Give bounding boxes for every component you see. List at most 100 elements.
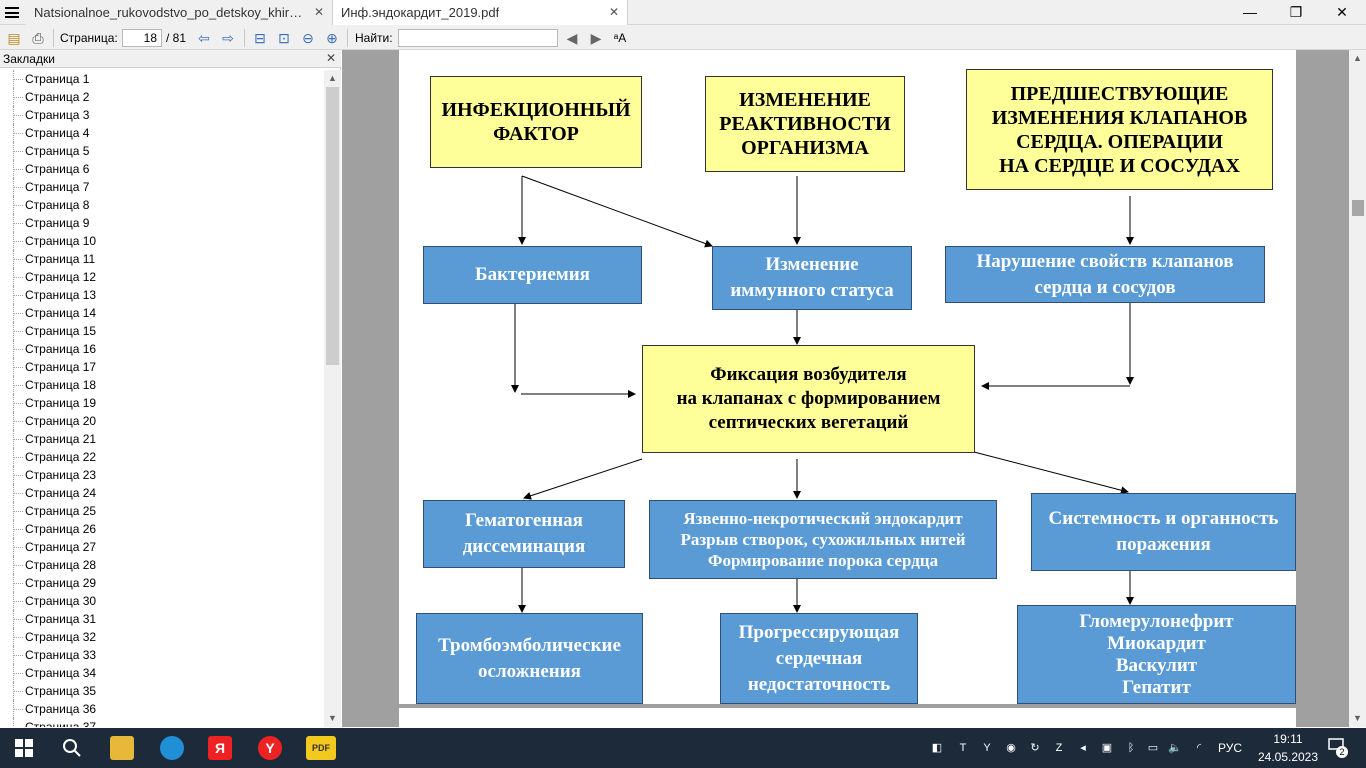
tray-anydesk-icon[interactable]: ◂: [1080, 742, 1086, 754]
bookmark-item[interactable]: Страница 11: [0, 250, 324, 268]
minimize-button[interactable]: —: [1243, 4, 1257, 20]
bookmark-item[interactable]: Страница 13: [0, 286, 324, 304]
bookmark-item[interactable]: Страница 35: [0, 682, 324, 700]
bookmark-item[interactable]: Страница 6: [0, 160, 324, 178]
edge-icon[interactable]: [160, 736, 184, 760]
tab-label: Natsionalnoe_rukovodstvo_po_detskoy_khir…: [34, 5, 304, 20]
language-indicator[interactable]: РУС: [1218, 741, 1243, 755]
bookmark-item[interactable]: Страница 36: [0, 700, 324, 718]
bookmark-item[interactable]: Страница 21: [0, 430, 324, 448]
bookmark-item[interactable]: Страница 7: [0, 178, 324, 196]
tab-natsionalnoe[interactable]: Natsionalnoe_rukovodstvo_po_detskoy_khir…: [26, 0, 332, 25]
maximize-button[interactable]: ❐: [1289, 4, 1303, 20]
arrow: [521, 175, 713, 248]
search-icon[interactable]: [60, 736, 84, 760]
bookmark-item[interactable]: Страница 23: [0, 466, 324, 484]
tray-yandex-icon[interactable]: Y: [983, 742, 991, 754]
close-window-button[interactable]: ✕: [1336, 4, 1348, 20]
page-number-input[interactable]: [122, 29, 162, 47]
page-label: Страница:: [60, 31, 118, 45]
bookmark-item[interactable]: Страница 14: [0, 304, 324, 322]
bookmark-item[interactable]: Страница 16: [0, 340, 324, 358]
scroll-up-icon[interactable]: ▲: [1353, 53, 1362, 63]
bookmark-item[interactable]: Страница 4: [0, 124, 324, 142]
tray-app-icon[interactable]: ◧: [931, 742, 943, 754]
yandex-browser-icon[interactable]: Y: [258, 736, 282, 760]
battery-icon[interactable]: ▭: [1147, 742, 1159, 754]
forward-icon[interactable]: ⇨: [222, 30, 234, 46]
bookmark-item[interactable]: Страница 34: [0, 664, 324, 682]
tab-close-icon[interactable]: ✕: [314, 5, 325, 19]
clock-time[interactable]: 19:11: [1273, 732, 1303, 746]
bookmark-item[interactable]: Страница 26: [0, 520, 324, 538]
bookmarks-header: Закладки ✕: [0, 50, 341, 68]
tray-zoom-icon[interactable]: Z: [1055, 742, 1063, 754]
document-scroll-thumb[interactable]: [1352, 200, 1364, 216]
bookmark-item[interactable]: Страница 8: [0, 196, 324, 214]
tray-update-icon[interactable]: ↻: [1030, 742, 1040, 754]
tab-close-icon[interactable]: ✕: [609, 5, 620, 19]
match-case-icon[interactable]: ᵃA: [613, 31, 627, 45]
menu-icon[interactable]: [5, 7, 19, 18]
bookmark-item[interactable]: Страница 29: [0, 574, 324, 592]
bookmark-item[interactable]: Страница 19: [0, 394, 324, 412]
scroll-down-icon[interactable]: ▼: [1353, 713, 1362, 723]
bookmark-item[interactable]: Страница 2: [0, 88, 324, 106]
scroll-down-icon[interactable]: ▼: [328, 713, 337, 723]
bookmark-item[interactable]: Страница 10: [0, 232, 324, 250]
back-icon[interactable]: ⇦: [198, 30, 210, 46]
bookmark-item[interactable]: Страница 20: [0, 412, 324, 430]
toolbar-separator: [347, 29, 348, 47]
bookmark-item[interactable]: Страница 5: [0, 142, 324, 160]
bookmarks-scroll-thumb[interactable]: [326, 87, 339, 365]
tray-security-icon[interactable]: ▣: [1101, 742, 1113, 754]
fit-width-icon[interactable]: ⊟: [254, 30, 266, 46]
volume-icon[interactable]: 🔈: [1168, 742, 1182, 754]
bookmark-item[interactable]: Страница 18: [0, 376, 324, 394]
zoom-in-icon[interactable]: ⊕: [326, 30, 338, 46]
bookmark-item[interactable]: Страница 28: [0, 556, 324, 574]
bookmark-item[interactable]: Страница 12: [0, 268, 324, 286]
bookmark-item[interactable]: Страница 3: [0, 106, 324, 124]
open-icon[interactable]: ▤: [7, 30, 21, 46]
bookmark-item[interactable]: Страница 27: [0, 538, 324, 556]
pdf-page: ИНФЕКЦИОННЫЙ ФАКТОР ИЗМЕНЕНИЕ РЕАКТИВНОС…: [399, 50, 1296, 704]
find-prev-icon[interactable]: ◀: [566, 30, 578, 46]
ulcerative-box: Язвенно-некротический эндокардит Разрыв …: [649, 500, 997, 579]
tray-teams-icon[interactable]: T: [959, 742, 967, 754]
wifi-icon[interactable]: ◜: [1196, 742, 1202, 754]
bookmark-item[interactable]: Страница 32: [0, 628, 324, 646]
clock-date[interactable]: 24.05.2023: [1257, 750, 1319, 764]
bookmark-item[interactable]: Страница 24: [0, 484, 324, 502]
document-scrollbar[interactable]: ▲ ▼: [1349, 50, 1366, 727]
find-input[interactable]: [398, 29, 558, 47]
pdf-reader-icon[interactable]: PDF: [306, 736, 336, 760]
bookmark-item[interactable]: Страница 37: [0, 718, 324, 727]
zoom-out-icon[interactable]: ⊖: [302, 30, 314, 46]
bookmark-item[interactable]: Страница 33: [0, 646, 324, 664]
bluetooth-icon[interactable]: ᛒ: [1127, 742, 1135, 754]
notification-icon[interactable]: 2: [1328, 738, 1350, 758]
taskbar: Я Y PDF ◧ T Y ◉ ↻ Z ◂ ▣ ᛒ ▭ 🔈 ◜ РУС 19:1…: [0, 728, 1366, 768]
print-icon[interactable]: ⎙: [32, 30, 44, 46]
bookmark-item[interactable]: Страница 9: [0, 214, 324, 232]
scroll-up-icon[interactable]: ▲: [328, 73, 337, 83]
tab-endocarditis[interactable]: Инф.эндокардит_2019.pdf ✕: [332, 0, 628, 25]
bookmark-item[interactable]: Страница 30: [0, 592, 324, 610]
bookmark-item[interactable]: Страница 1: [0, 70, 324, 88]
bookmark-item[interactable]: Страница 31: [0, 610, 324, 628]
file-explorer-icon[interactable]: [110, 736, 134, 760]
bookmark-item[interactable]: Страница 15: [0, 322, 324, 340]
bookmark-item[interactable]: Страница 17: [0, 358, 324, 376]
bookmark-item[interactable]: Страница 22: [0, 448, 324, 466]
yandex-icon[interactable]: Я: [208, 736, 232, 760]
tray-whatsapp-icon[interactable]: ◉: [1006, 742, 1016, 754]
bookmarks-close-icon[interactable]: ✕: [326, 51, 337, 65]
fit-page-icon[interactable]: ⊡: [278, 30, 290, 46]
hematogenous-box: Гематогенная диссеминация: [423, 500, 625, 568]
bookmarks-scrollbar[interactable]: ▲ ▼: [324, 70, 341, 727]
windows-start-icon[interactable]: [12, 736, 36, 760]
find-next-icon[interactable]: ▶: [590, 30, 602, 46]
bookmark-item[interactable]: Страница 25: [0, 502, 324, 520]
